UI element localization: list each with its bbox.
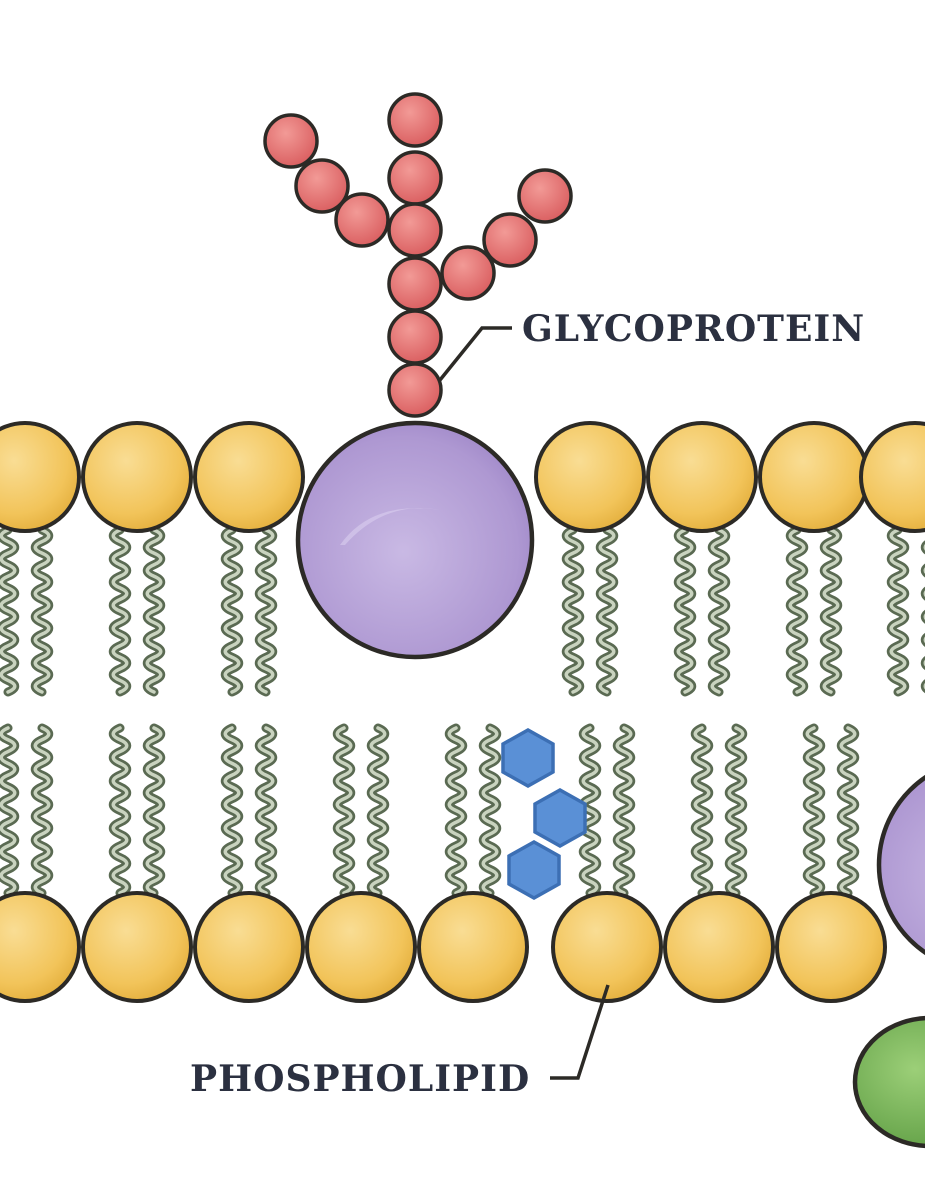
lipid-tail-highlight <box>0 726 17 895</box>
sugar-chain <box>263 92 573 418</box>
lipid-tail-highlight <box>257 726 275 895</box>
phospholipid-head <box>0 891 81 1003</box>
lipid-tail-highlight <box>581 726 599 895</box>
phospholipid-head <box>193 891 305 1003</box>
glycoprotein-body <box>295 420 535 660</box>
phospholipid-head <box>81 421 193 533</box>
integral-protein-right <box>876 774 925 956</box>
lipid-tail-highlight <box>33 528 51 694</box>
lipid-tail-highlight <box>447 726 465 895</box>
sugar-bead <box>440 245 496 301</box>
sugar-bead <box>387 150 443 206</box>
lipid-tail-highlight <box>710 528 728 694</box>
lipid-tail-highlight <box>145 726 163 895</box>
phospholipid-head <box>551 891 663 1003</box>
lipid-tail-highlight <box>805 726 823 895</box>
sugar-bead <box>387 92 443 148</box>
lipid-tail-highlight <box>33 726 51 895</box>
glycoprotein-label: GLYCOPROTEIN <box>522 308 865 350</box>
phospholipid-leader-line <box>550 984 610 1080</box>
lipid-tail-highlight <box>223 528 241 694</box>
phospholipid-head <box>81 891 193 1003</box>
phospholipid-head <box>663 891 775 1003</box>
sugar-bead <box>387 256 443 312</box>
phospholipid-head <box>758 421 870 533</box>
phospholipid-head <box>534 421 646 533</box>
lipid-tail-highlight <box>693 726 711 895</box>
lipid-tails <box>0 525 925 898</box>
phospholipid-label: PHOSPHOLIPID <box>190 1058 530 1100</box>
lipid-tail-highlight <box>335 726 353 895</box>
lipid-tail-highlight <box>889 528 907 694</box>
lipid-tail-highlight <box>676 528 694 694</box>
sugar-bead <box>387 362 443 418</box>
sugar-bead <box>482 212 538 268</box>
lipid-tail-highlight <box>822 528 840 694</box>
lipid-tail-highlight <box>598 528 616 694</box>
phospholipid-heads <box>0 421 925 1003</box>
glycoprotein-callout: GLYCOPROTEIN <box>438 308 865 382</box>
lipid-tail-highlight <box>0 528 17 694</box>
phospholipid-head <box>859 421 925 533</box>
sugar-bead <box>517 168 573 224</box>
sugar-bead <box>387 309 443 365</box>
phospholipid-head <box>305 891 417 1003</box>
phospholipid-head <box>0 421 81 533</box>
lipid-tail-highlight <box>788 528 806 694</box>
cholesterol-molecule <box>501 727 587 901</box>
lipid-tail-highlight <box>223 726 241 895</box>
phospholipid-head <box>193 421 305 533</box>
lipid-tail-highlight <box>369 726 387 895</box>
lipid-tail-highlight <box>257 528 275 694</box>
lipid-tail-highlight <box>615 726 633 895</box>
lipid-tail-highlight <box>145 528 163 694</box>
sugar-bead <box>387 202 443 258</box>
phospholipid-head <box>646 421 758 533</box>
peripheral-protein-green <box>852 1015 925 1149</box>
sugar-bead <box>263 113 319 169</box>
lipid-tail-highlight <box>111 528 129 694</box>
glycoprotein <box>263 92 573 660</box>
lipid-tail-highlight <box>111 726 129 895</box>
lipid-tail-highlight <box>839 726 857 895</box>
sugar-bead <box>294 158 350 214</box>
sugar-bead <box>334 192 390 248</box>
phospholipid-callout: PHOSPHOLIPID <box>190 984 610 1100</box>
phospholipid-head <box>775 891 887 1003</box>
phospholipid-head <box>417 891 529 1003</box>
lipid-tail-highlight <box>727 726 745 895</box>
lipid-tail-highlight <box>564 528 582 694</box>
glycoprotein-leader-line <box>438 326 512 382</box>
lipid-tail-highlight <box>481 726 499 895</box>
